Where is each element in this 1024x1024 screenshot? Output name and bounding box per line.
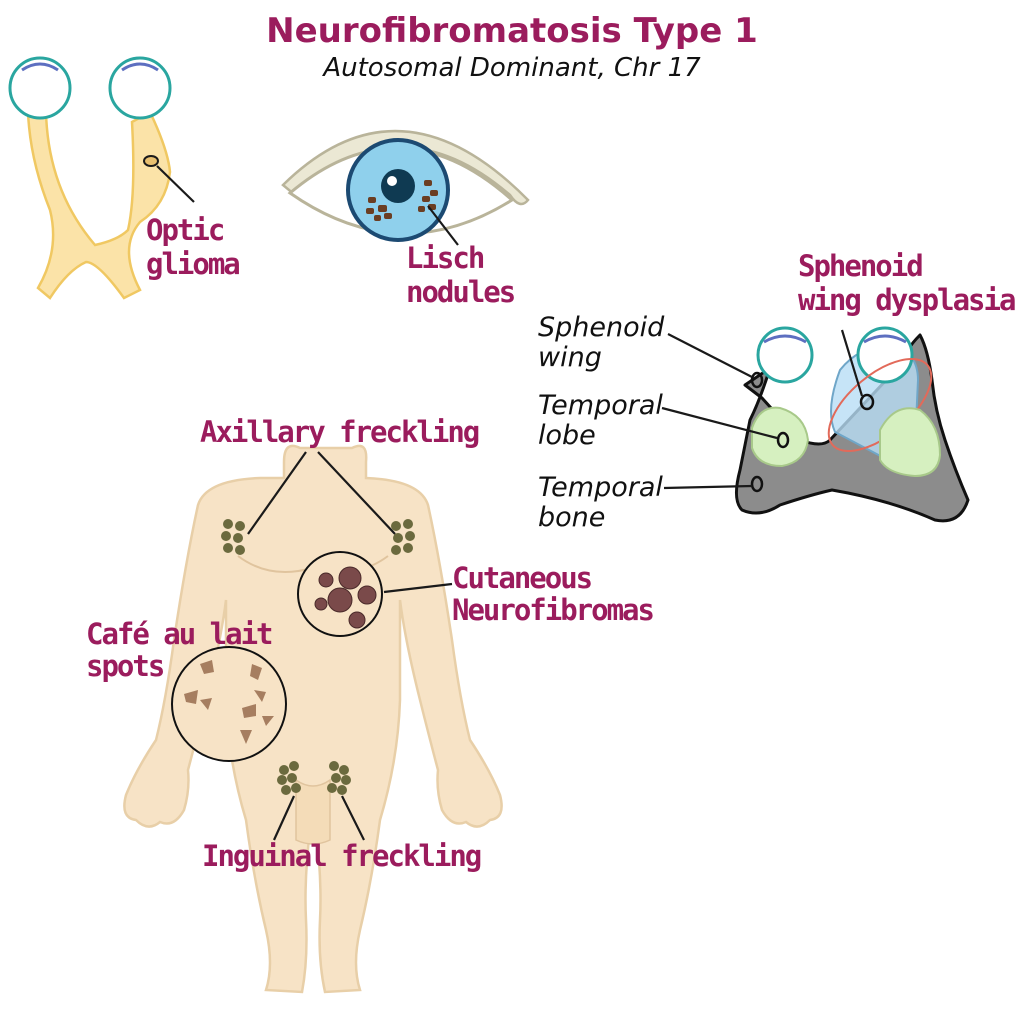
left-temporal-lobe (751, 406, 810, 468)
label-sphenoid-wing-2: wing (538, 342, 602, 373)
right-orbit-eye (856, 326, 914, 384)
cutaneous-leader (383, 582, 453, 594)
right-cornea (121, 62, 159, 72)
right-eyeball (108, 56, 172, 120)
optic-nerve (26, 110, 172, 300)
label-temporal-bone-2: bone (538, 502, 605, 533)
label-cafe-1: Café au lait (86, 617, 272, 651)
label-sphenoid-dysplasia-2: wing dysplasia (798, 283, 1015, 317)
axillary-freckles-left (221, 519, 245, 555)
dysplasia-marker (859, 393, 875, 411)
diagram-subtitle: Autosomal Dominant, Chr 17 (321, 53, 701, 83)
cafe-au-lait-callout (171, 646, 287, 762)
axillary-freckles-right (391, 519, 415, 555)
sphenoid-wing-marker (750, 371, 764, 389)
label-axillary: Axillary freckling (200, 415, 479, 449)
label-lisch-1: Lisch (406, 241, 484, 275)
glioma-marker (143, 155, 159, 167)
left-eyeball (8, 56, 72, 120)
label-lisch-2: nodules (406, 275, 515, 309)
label-optic-glioma-2: glioma (146, 247, 239, 281)
label-temporal-lobe-2: lobe (538, 420, 596, 451)
label-sphenoid-wing-1: Sphenoid (538, 312, 665, 343)
skull-base-illustration: Sphenoid wing dysplasia Sphenoid wing Te… (538, 249, 1017, 533)
cafe-au-lait-spots (184, 660, 274, 744)
eye-illustration: Lisch nodules (281, 129, 530, 309)
inguinal-freckles-left (277, 761, 301, 795)
optic-glioma-leader (156, 165, 195, 203)
lisch-leader (427, 205, 459, 246)
label-optic-glioma-1: Optic (146, 213, 224, 247)
cutaneous-neurofibromas (314, 566, 377, 629)
temporal-lobe-leader (661, 406, 778, 440)
label-cafe-2: spots (86, 649, 164, 683)
inguinal-freckles-right (327, 761, 351, 795)
label-cutaneous-2: Neurofibromas (452, 593, 654, 627)
axillary-leader-left (247, 451, 307, 535)
sphenoid-wing-leader (667, 333, 753, 378)
label-sphenoid-dysplasia-1: Sphenoid (798, 249, 922, 283)
label-cutaneous-1: Cutaneous (452, 561, 592, 595)
body-illustration: Axillary freckling Cutaneous Neurofibrom… (86, 415, 656, 994)
pupil (381, 169, 415, 203)
label-inguinal: Inguinal freckling (202, 839, 481, 873)
temporal-bone-leader (663, 484, 753, 490)
optic-chiasm-illustration: Optic glioma (8, 56, 241, 300)
right-temporal-lobe (879, 407, 942, 478)
left-orbit-eye (756, 326, 814, 384)
temporal-bone-marker (750, 475, 764, 493)
temporal-lobe-marker (776, 431, 790, 449)
inguinal-leader-left (272, 795, 296, 841)
label-temporal-lobe-1: Temporal (538, 390, 663, 421)
diagram-title: Neurofibromatosis Type 1 (266, 11, 758, 51)
left-cornea (21, 62, 59, 72)
label-temporal-bone-1: Temporal (538, 472, 663, 503)
inguinal-leader-right (341, 795, 365, 841)
body-silhouette (123, 444, 503, 994)
axillary-leader-right (317, 451, 396, 535)
sphenoid-dysplasia-leader (840, 329, 864, 397)
